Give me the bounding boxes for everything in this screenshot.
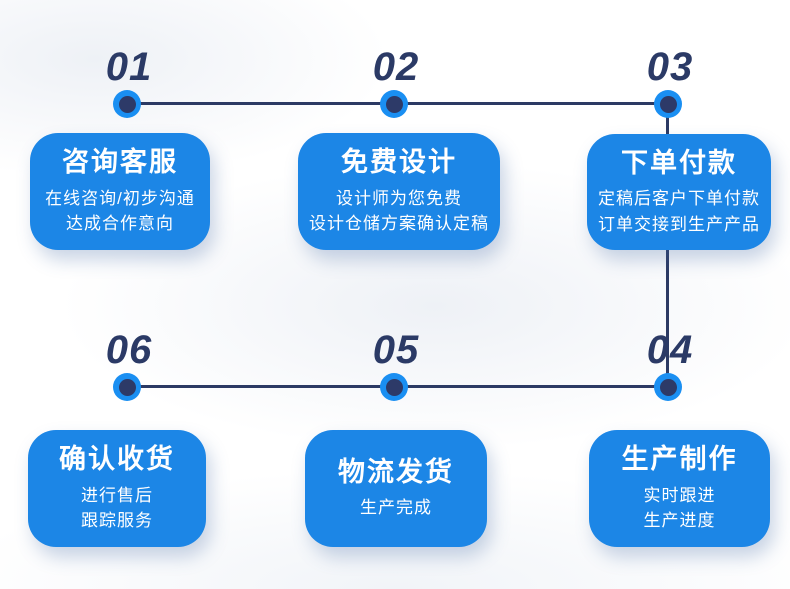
timeline-dot-core	[659, 95, 677, 113]
step-number-01: 01	[105, 45, 153, 89]
subtitle-line: 达成合作意向	[65, 214, 174, 234]
subtitle-line: 跟踪服务	[81, 511, 153, 531]
step-card-shipping: 物流发货 生产完成	[305, 430, 487, 547]
step-number-05: 05	[372, 328, 420, 372]
step-card-order-payment: 下单付款 定稿后客户下单付款 订单交接到生产产品	[587, 134, 771, 250]
subtitle-line: 订单交接到生产产品	[598, 214, 760, 234]
timeline-dot-06	[113, 373, 141, 401]
timeline-dot-01	[113, 90, 141, 118]
step-card-subtitle: 进行售后 跟踪服务	[81, 483, 153, 534]
step-card-title: 确认收货	[59, 444, 175, 475]
step-number-02: 02	[372, 45, 420, 89]
step-card-subtitle: 设计师为您免费 设计仓储方案确认定稿	[309, 186, 489, 237]
step-card-subtitle: 定稿后客户下单付款 订单交接到生产产品	[598, 186, 760, 237]
timeline-dot-core	[118, 378, 136, 396]
step-card-subtitle: 实时跟进 生产进度	[644, 483, 716, 534]
timeline-dot-05	[380, 373, 408, 401]
subtitle-line: 在线咨询/初步沟通	[45, 188, 195, 208]
timeline-dot-core	[385, 95, 403, 113]
subtitle-line: 进行售后	[81, 485, 153, 505]
step-card-title: 生产制作	[621, 444, 738, 475]
timeline-dot-core	[385, 378, 403, 396]
timeline-dot-core	[659, 378, 677, 396]
step-card-title: 下单付款	[621, 147, 737, 178]
subtitle-line: 生产完成	[360, 498, 432, 518]
subtitle-line: 定稿后客户下单付款	[598, 189, 760, 209]
timeline-dot-core	[118, 95, 136, 113]
step-card-title: 免费设计	[341, 147, 457, 178]
step-number-06: 06	[105, 328, 153, 372]
step-card-title: 物流发货	[338, 457, 454, 488]
step-number-03: 03	[646, 45, 694, 89]
step-number-04: 04	[646, 328, 694, 372]
step-card-confirm-receipt: 确认收货 进行售后 跟踪服务	[28, 430, 206, 547]
subtitle-line: 生产进度	[643, 511, 716, 531]
step-card-free-design: 免费设计 设计师为您免费 设计仓储方案确认定稿	[298, 133, 500, 250]
step-card-consult-service: 咨询客服 在线咨询/初步沟通 达成合作意向	[30, 133, 210, 250]
timeline-dot-04	[654, 373, 682, 401]
timeline-dot-03	[654, 90, 682, 118]
subtitle-line: 设计师为您免费	[336, 188, 462, 208]
subtitle-line: 设计仓储方案确认定稿	[309, 214, 489, 234]
step-card-production: 生产制作 实时跟进 生产进度	[589, 430, 770, 547]
step-card-subtitle: 生产完成	[360, 495, 432, 521]
step-card-subtitle: 在线咨询/初步沟通 达成合作意向	[45, 186, 195, 237]
step-card-title: 咨询客服	[62, 147, 178, 178]
subtitle-line: 实时跟进	[643, 485, 716, 505]
timeline-dot-02	[380, 90, 408, 118]
